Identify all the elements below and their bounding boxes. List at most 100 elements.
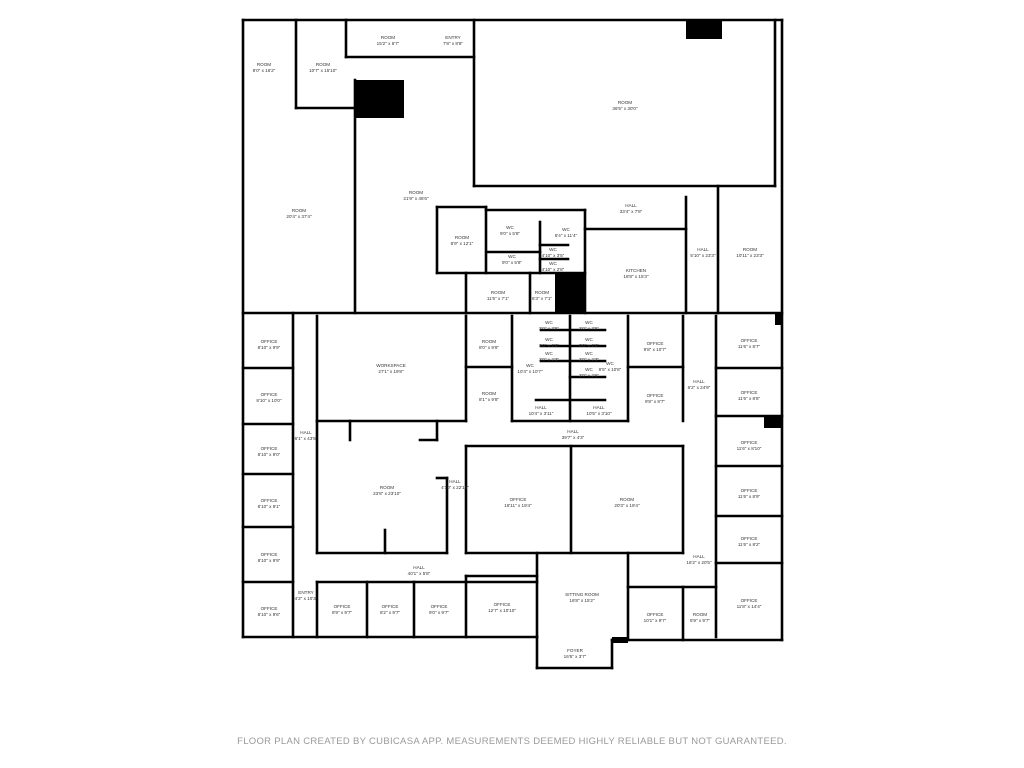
room-name: OFFICE — [261, 606, 278, 611]
room-dimensions: 8'0" x 9'8" — [479, 345, 499, 350]
room-label: WC8'5" x 10'8" — [599, 361, 622, 372]
room-name: WC — [606, 361, 614, 366]
room-dimensions: 33'4" x 7'8" — [620, 209, 643, 214]
room-name: OFFICE — [261, 339, 278, 344]
room-dimensions: 4'10" x 3'5" — [542, 253, 565, 258]
room-name: HALL — [413, 565, 425, 570]
room-dimensions: 8'1" x 9'8" — [479, 397, 499, 402]
room-name: OFFICE — [647, 341, 664, 346]
room-name: HALL — [449, 479, 461, 484]
room-name: KITCHEN — [626, 268, 646, 273]
room-dimensions: 7'8" x 8'8" — [443, 41, 463, 46]
room-dimensions: 27'1" x 19'8" — [378, 369, 404, 374]
room-dimensions: 21'9" x 46'6" — [403, 196, 429, 201]
room-name: ROOM — [743, 247, 757, 252]
room-dimensions: 8'10" x 9'0" — [258, 452, 281, 457]
room-dimensions: 3'0" x 2'6" — [579, 343, 599, 348]
room-dimensions: 9'0" x 9'7" — [429, 610, 449, 615]
room-dimensions: 3'0" x 2'3" — [539, 357, 559, 362]
room-dimensions: 36'5" x 30'0" — [612, 106, 638, 111]
room-name: OFFICE — [261, 446, 278, 451]
room-label: WC3'0" x 3'5" — [579, 320, 599, 331]
room-dimensions: 3'0" x 3'5" — [539, 326, 559, 331]
room-name: WC — [545, 320, 553, 325]
room-name: ROOM — [482, 339, 496, 344]
room-dimensions: 12'7" x 10'10" — [488, 608, 516, 613]
room-name: OFFICE — [741, 440, 758, 445]
room-label: WC4'10" x 3'5" — [542, 247, 565, 258]
column-block — [555, 273, 585, 313]
room-name: OFFICE — [261, 498, 278, 503]
column-block — [764, 416, 782, 428]
room-name: HALL — [593, 405, 605, 410]
room-name: OFFICE — [741, 536, 758, 541]
disclaimer-footer: FLOOR PLAN CREATED BY CUBICASA APP. MEAS… — [237, 736, 787, 747]
room-dimensions: 16'8" x 15'2" — [569, 598, 595, 603]
room-dimensions: 11'8" x 14'4" — [737, 604, 762, 609]
column-block — [686, 20, 722, 39]
room-dimensions: 16'2" x 20'5" — [686, 560, 712, 565]
room-name: OFFICE — [510, 497, 527, 502]
room-name: OFFICE — [647, 612, 664, 617]
room-dimensions: 9'0" x 5'8" — [500, 231, 520, 236]
room-name: ENTRY — [298, 590, 314, 595]
room-name: ROOM — [693, 612, 707, 617]
walls — [241, 18, 784, 670]
room-dimensions: 11'6" x 8'10" — [737, 446, 762, 451]
room-dimensions: 39'7" x 4'3" — [562, 435, 585, 440]
room-dimensions: 11'6" x 8'8" — [738, 396, 761, 401]
room-name: OFFICE — [741, 338, 758, 343]
room-dimensions: 6'2" x 24'9" — [688, 385, 711, 390]
room-name: OFFICE — [494, 602, 511, 607]
room-dimensions: 8'4" x 11'4" — [555, 233, 578, 238]
room-dimensions: 9'0" x 5'8" — [502, 260, 522, 265]
room-name: HALL — [693, 379, 705, 384]
room-name: HALL — [300, 430, 312, 435]
room-name: OFFICE — [334, 604, 351, 609]
room-dimensions: 11'6" x 8'7" — [738, 344, 761, 349]
room-dimensions: 4'2" x 10'3" — [295, 596, 318, 601]
room-dimensions: 8'5" x 10'8" — [599, 367, 622, 372]
column-block — [356, 80, 404, 118]
room-name: WORKSPACE — [376, 363, 406, 368]
room-dimensions: 3'0" x 3'5" — [579, 326, 599, 331]
room-dimensions: 20'3" x 19'4" — [614, 503, 640, 508]
room-name: ROOM — [455, 235, 469, 240]
room-name: ROOM — [292, 208, 306, 213]
room-label: WC3'0" x 2'3" — [579, 351, 599, 362]
room-dimensions: 8'10" x 10'0" — [256, 398, 282, 403]
room-dimensions: 4'10" x 2'8" — [542, 267, 565, 272]
room-name: HALL — [535, 405, 547, 410]
room-name: OFFICE — [741, 598, 758, 603]
room-dimensions: 8'10" x 9'6" — [258, 612, 281, 617]
column-block — [612, 637, 628, 643]
room-name: OFFICE — [261, 392, 278, 397]
room-name: WC — [585, 351, 593, 356]
room-name: ROOM — [620, 497, 634, 502]
room-dimensions: 5'9" x 9'7" — [690, 618, 710, 623]
room-dimensions: 8'9" x 9'7" — [332, 610, 352, 615]
